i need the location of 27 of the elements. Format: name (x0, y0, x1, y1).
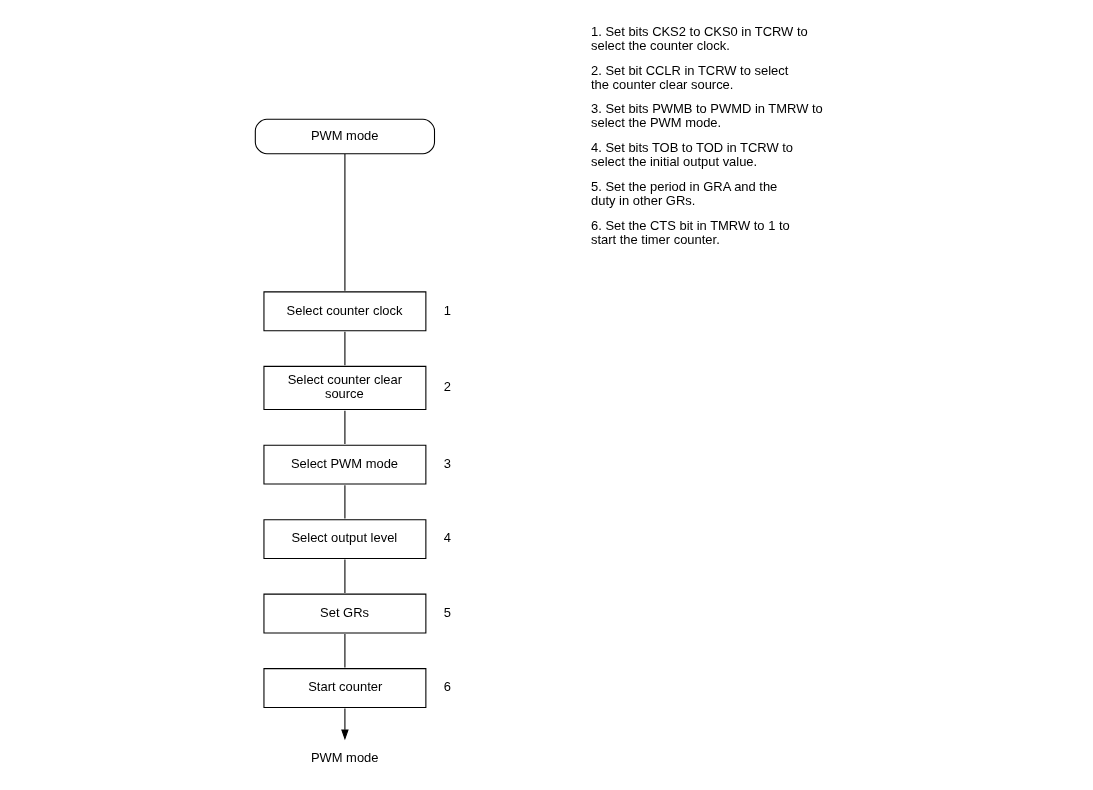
label: 6. Set the CTS bit in TMRW to 1 to start the timer counter. (591, 217, 790, 247)
node-text: PWM mode (310, 749, 379, 765)
node-box: Set GRs (263, 593, 427, 634)
label: 2. Set bit CCLR in TCRW to select the counter clear source. (591, 62, 789, 92)
node-box: Select counter clear source (263, 365, 427, 411)
node-label: 4 (443, 530, 451, 546)
node-box: Select counter clock (263, 291, 427, 332)
node-label: 2 (443, 379, 451, 395)
connector (344, 331, 346, 366)
connector (344, 410, 346, 445)
label: 3. Set bits PWMB to PWMD in TMRW to select the PWM mode. (591, 101, 823, 131)
connector (344, 484, 346, 520)
arrow (341, 708, 349, 741)
node-label: 3 (443, 455, 451, 471)
label: 1. Set bits CKS2 to CKS0 in TCRW to select the counter clock. (591, 23, 808, 53)
node-box: Select output level (263, 519, 427, 560)
connector (344, 559, 346, 594)
node-label: 1 (443, 302, 451, 318)
node-box: Start counter (263, 668, 427, 709)
label: 5. Set the period in GRA and the duty in other GRs. (591, 179, 778, 209)
node-label: 6 (443, 679, 451, 695)
node-label: 5 (443, 604, 451, 620)
node-box: PWM mode (254, 118, 436, 155)
label: 4. Set bits TOB to TOD in TCRW to select the initial output value. (591, 140, 794, 170)
connector (344, 633, 346, 669)
node-box: Select PWM mode (263, 444, 427, 485)
connector (344, 153, 346, 292)
